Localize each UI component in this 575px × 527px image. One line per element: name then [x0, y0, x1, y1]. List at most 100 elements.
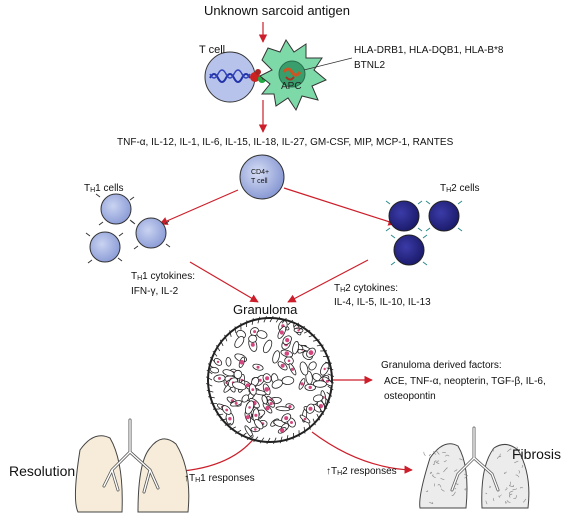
granuloma-edge [229, 330, 232, 337]
granuloma-edge [251, 318, 254, 325]
granuloma-cell [261, 395, 268, 405]
th1-cell [89, 231, 121, 263]
fibrosis-mark [514, 460, 519, 464]
granuloma-edge [303, 329, 311, 334]
hla-line-1: HLA-DRB1, HLA-DQB1, HLA-B*8 [354, 45, 504, 56]
arrow-granuloma-to-fibrosis [311, 431, 413, 474]
lungs-resolution [74, 418, 190, 513]
granuloma-cell [244, 425, 254, 438]
granuloma-edge [281, 317, 287, 324]
fibrosis-mark [454, 488, 457, 490]
granuloma-edge [263, 315, 267, 323]
th2-responses-label: ↑TH2 responses [326, 466, 397, 477]
fibrosis-mark [464, 488, 467, 491]
granuloma-nucleus [265, 376, 270, 381]
granuloma-edge [257, 316, 261, 324]
lungs-fibrosis [419, 426, 530, 509]
granuloma-edge [327, 373, 335, 377]
granuloma-nucleus [308, 350, 314, 356]
fibrosis-mark [509, 481, 511, 486]
hla-line-2: BTNL2 [354, 60, 386, 71]
granuloma-edge [215, 345, 221, 352]
granuloma-nucleus [325, 379, 329, 383]
granuloma-cell [234, 336, 245, 348]
granuloma-nucleus [279, 330, 284, 335]
granuloma-nucleus [300, 382, 304, 386]
granuloma-nucleus [287, 359, 291, 363]
granuloma-cell [225, 357, 232, 367]
granuloma-nucleus [228, 417, 232, 421]
granuloma-edge [240, 432, 247, 438]
fibrosis-mark [437, 484, 442, 488]
granuloma-edge [292, 432, 294, 440]
fibrosis-mark [425, 490, 429, 492]
fibrosis-mark [432, 460, 435, 465]
fibrosis-mark [508, 493, 513, 498]
th2-cell [428, 200, 460, 232]
fibrosis-mark [492, 498, 495, 502]
granuloma-nucleus [269, 402, 273, 406]
granuloma-edge [327, 379, 335, 384]
arrow-cd4-to-th2 [283, 187, 397, 226]
antigen-title: Unknown sarcoid antigen [204, 3, 350, 18]
th2-cells-label: TH2 cells [440, 183, 480, 194]
granuloma-edge [308, 423, 311, 430]
granuloma-nucleus [248, 406, 251, 409]
granuloma-label: Granuloma [233, 302, 298, 317]
granuloma-edge [266, 437, 271, 445]
fibrosis-mark [518, 470, 520, 474]
fibrosis-mark [509, 490, 514, 495]
fibrosis-mark [432, 451, 436, 455]
arrows [159, 22, 413, 476]
granuloma-nucleus [280, 363, 285, 368]
granuloma-edge [220, 418, 227, 421]
granuloma-edge [253, 436, 259, 443]
derived-factors-title: Granuloma derived factors: [381, 360, 502, 371]
granuloma-cell [222, 369, 235, 377]
granuloma-nucleus [253, 330, 257, 334]
tcell-top [204, 51, 256, 103]
granuloma-edge [219, 339, 224, 347]
arrow-th1-to-granuloma [189, 261, 259, 303]
granuloma-cell [275, 406, 291, 412]
granuloma-edge [287, 319, 294, 326]
fibrosis-mark [429, 471, 432, 475]
granuloma-edge [207, 363, 214, 369]
granuloma-cell [281, 376, 295, 386]
granuloma-nucleus [254, 428, 257, 431]
derived-factors-line-2: ACE, TNF-α, neopterin, TGF-β, IL-6, [384, 376, 546, 387]
fibrosis-mark [504, 487, 508, 491]
granuloma-cell [241, 394, 250, 403]
granuloma-nucleus [239, 360, 245, 365]
cytokines-line: TNF-α, IL-12, IL-1, IL-6, IL-15, IL-18, … [117, 137, 454, 148]
granuloma-edge [208, 396, 215, 399]
granuloma-nucleus [265, 405, 270, 411]
granuloma-nucleus [225, 408, 229, 412]
fibrosis-mark [432, 474, 436, 479]
fibrosis-mark [443, 467, 448, 473]
fibrosis-mark [429, 501, 434, 504]
derived-factors-line-3: osteopontin [384, 391, 436, 402]
fibrosis-label: Fibrosis [512, 446, 562, 462]
fibrosis-mark [507, 448, 512, 452]
granuloma-nucleus [284, 351, 290, 356]
granuloma-edge [235, 429, 242, 435]
fibrosis-mark [423, 451, 426, 456]
granuloma-edge [293, 322, 300, 328]
fibrosis-mark [441, 488, 445, 492]
cd4-label-1: CD4+ [251, 169, 270, 176]
granuloma-edge [229, 426, 237, 431]
fibrosis-mark [491, 448, 495, 452]
granuloma-edge [298, 325, 305, 331]
granuloma-edge [212, 350, 218, 357]
resolution-label: Resolution [9, 463, 76, 479]
fibrosis-mark [521, 464, 523, 468]
granuloma-nucleus [280, 428, 285, 433]
granuloma-edge [326, 391, 333, 397]
granuloma-edge [273, 437, 277, 445]
fibrosis-mark [516, 446, 518, 449]
fibrosis-mark [435, 460, 440, 464]
granuloma-edge [316, 413, 321, 421]
